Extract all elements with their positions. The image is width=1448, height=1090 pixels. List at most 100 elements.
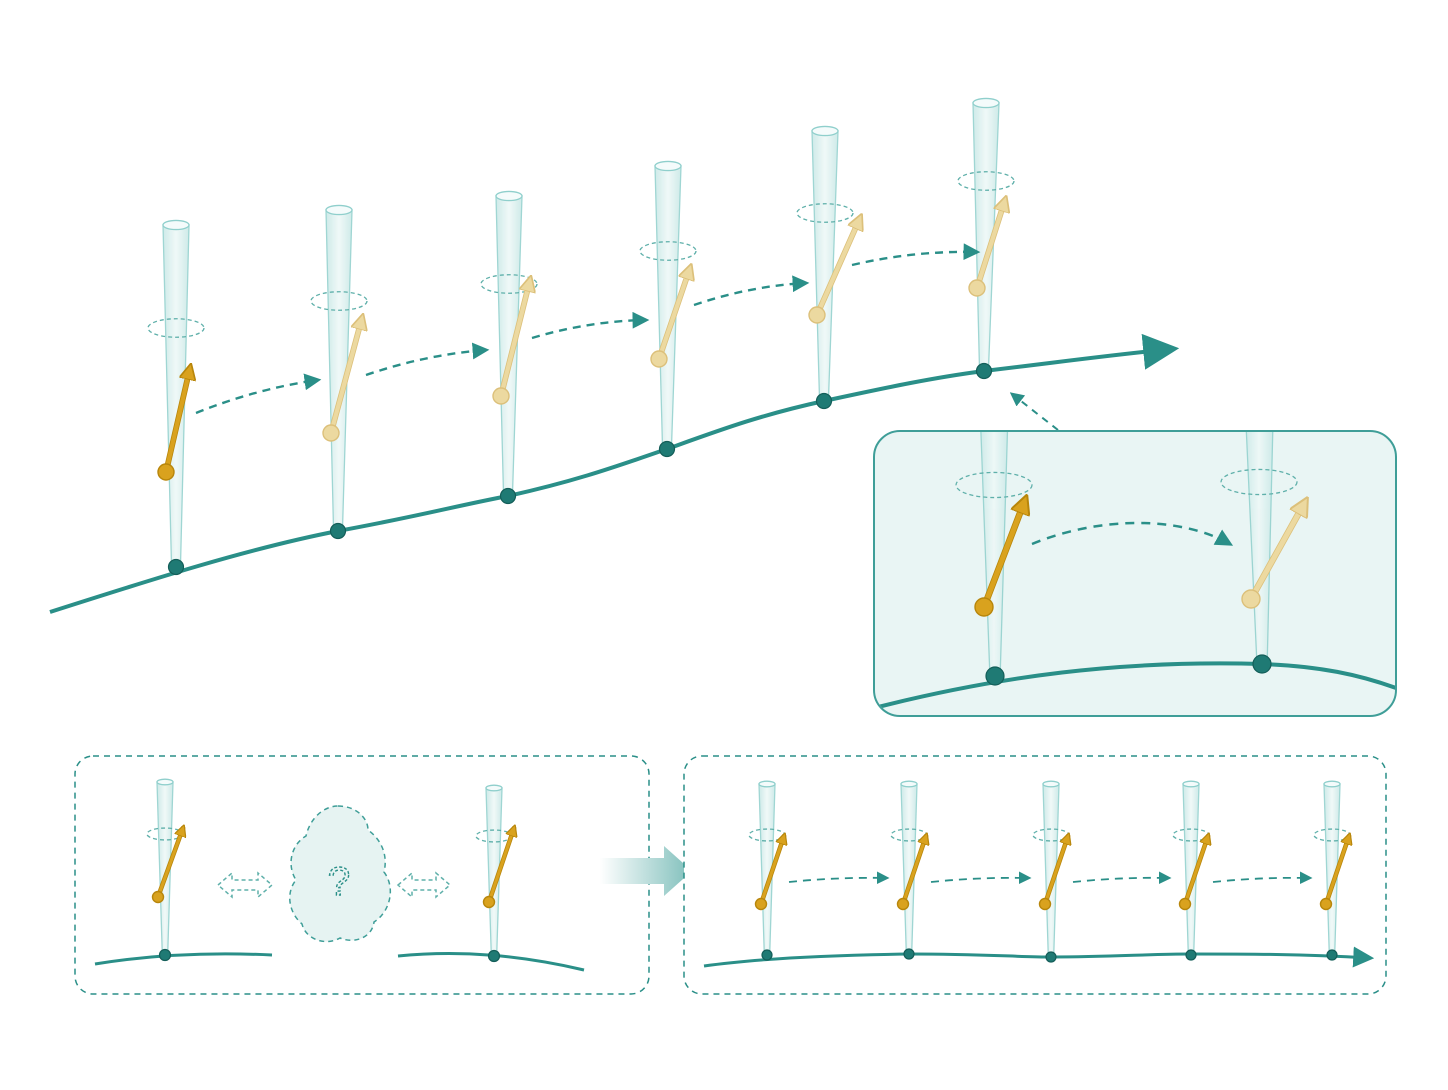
vector-arrow <box>328 318 362 436</box>
fiber-top-cap <box>811 125 839 137</box>
base-point <box>658 440 676 458</box>
unknown-question-mark: ? <box>328 860 350 904</box>
vector-base-ball <box>968 279 986 297</box>
fiber-tube <box>495 195 523 496</box>
fiber-tube <box>811 130 839 401</box>
transport-arrow <box>693 275 810 307</box>
fiber-ring <box>310 291 368 311</box>
fiber <box>146 778 183 962</box>
fiber-ring <box>480 274 538 294</box>
fiber-ring <box>955 471 1033 499</box>
fiber <box>1220 375 1305 674</box>
zoom-inset <box>873 375 1397 717</box>
vector-arrow <box>163 368 190 475</box>
vector-arrow <box>1324 836 1349 906</box>
fiber <box>748 780 785 961</box>
fiber <box>480 190 538 505</box>
fiber <box>1313 780 1350 961</box>
vector-arrow <box>974 200 1005 291</box>
left-double-arrow <box>216 871 274 899</box>
vector-base-ball <box>157 463 175 481</box>
fiber-top-cap <box>485 784 503 792</box>
vector-base-ball <box>650 350 668 368</box>
fiber <box>796 125 860 410</box>
transport-arrow <box>531 311 650 340</box>
transport-arrow <box>365 342 490 377</box>
fiber-top-cap <box>162 219 190 231</box>
vector-arrow <box>901 836 926 906</box>
vector-base-ball <box>1241 589 1261 609</box>
vector-arrow <box>1043 836 1068 906</box>
vector-arrow <box>498 280 530 399</box>
fiber <box>639 160 697 458</box>
fiber-top-cap <box>972 97 1000 109</box>
vector-base-ball <box>1038 897 1052 911</box>
vector-arrow <box>814 218 860 318</box>
base-point <box>1185 949 1197 961</box>
fiber <box>310 204 368 540</box>
base-point <box>815 392 833 410</box>
vector-arrow <box>156 828 183 899</box>
base-point <box>1252 654 1272 674</box>
base-point <box>903 948 915 960</box>
panel-transition-arrow <box>600 846 692 896</box>
fiber <box>475 784 514 963</box>
base-point <box>761 949 773 961</box>
vector-base-ball <box>808 306 826 324</box>
bottom-right-panel <box>683 755 1387 995</box>
vector-base-ball <box>974 597 994 617</box>
left-base-segment <box>94 952 273 966</box>
vector-base-ball <box>492 387 510 405</box>
vector-arrow <box>759 836 784 906</box>
base-point <box>1045 951 1057 963</box>
vector-base-ball <box>1319 897 1333 911</box>
transport-arrow <box>1212 871 1313 885</box>
vector-base-ball <box>151 890 165 904</box>
fiber <box>1032 780 1069 963</box>
base-point <box>329 522 347 540</box>
vector-arrow <box>1248 502 1305 602</box>
transport-arrows <box>195 243 981 415</box>
fiber <box>957 97 1015 380</box>
fiber-top-cap <box>1244 375 1274 386</box>
fiber <box>147 219 205 576</box>
vector-base-ball <box>1178 897 1192 911</box>
base-point <box>167 558 185 576</box>
bl-fibers <box>146 778 514 963</box>
inset-base-curve <box>875 661 1395 710</box>
fiber-top-cap <box>156 778 174 786</box>
fiber-top-cap <box>1182 780 1200 788</box>
fiber-top-cap <box>325 204 353 216</box>
fiber-top-cap <box>758 780 776 788</box>
fiber-top-cap <box>900 780 918 788</box>
fiber <box>890 780 927 960</box>
fiber-top-cap <box>495 190 523 202</box>
unknown-cloud <box>289 805 392 943</box>
vector-base-ball <box>896 897 910 911</box>
transport-arrow <box>195 373 322 415</box>
right-double-arrow <box>396 871 452 899</box>
main-fibers <box>147 97 1015 576</box>
inset-panel <box>873 430 1397 717</box>
vector-base-ball <box>754 897 768 911</box>
fiber-ring <box>147 318 205 338</box>
fiber-top-cap <box>654 160 682 172</box>
base-point <box>487 949 501 963</box>
transport-arrow <box>1072 871 1172 885</box>
main-diagram <box>49 97 1180 614</box>
inset-transport-arrow <box>1031 521 1234 546</box>
zoom-connector <box>1009 392 1059 431</box>
inset-fibers <box>955 375 1305 686</box>
base-point <box>499 487 517 505</box>
base-point <box>985 666 1005 686</box>
vector-arrow <box>487 828 514 904</box>
transport-arrow <box>930 871 1032 885</box>
base-point <box>1326 949 1338 961</box>
transport-arrow <box>788 871 890 885</box>
base-point <box>158 948 172 962</box>
fiber <box>1172 780 1209 961</box>
vector-base-ball <box>482 895 496 909</box>
transport-result-panel <box>683 755 1387 995</box>
fiber-ring <box>639 241 697 261</box>
br-fibers <box>748 780 1350 963</box>
